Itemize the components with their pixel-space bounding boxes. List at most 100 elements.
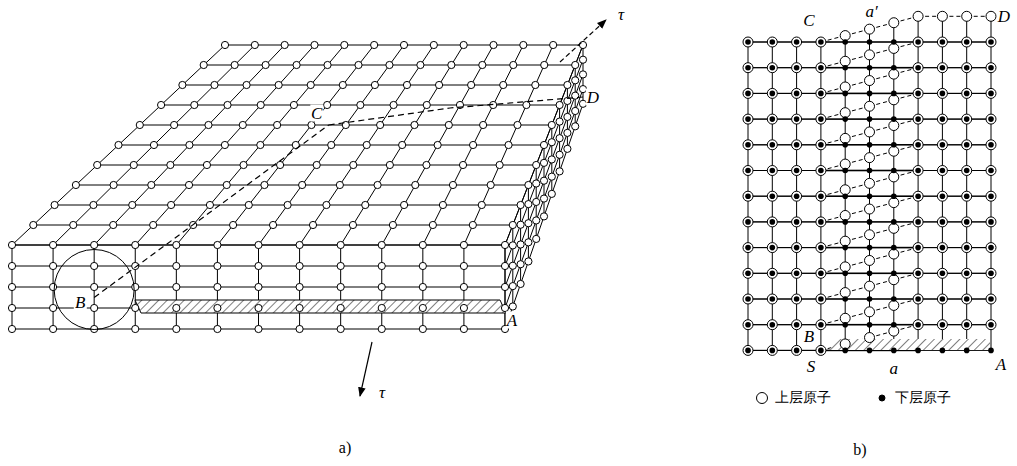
atom	[91, 262, 98, 269]
lower-atom	[964, 219, 970, 225]
lower-atom	[867, 65, 873, 71]
upper-atom	[889, 95, 899, 105]
atom	[501, 283, 508, 290]
atom	[399, 141, 406, 148]
upper-atom	[816, 63, 826, 73]
upper-atom	[913, 294, 923, 304]
lower-atom	[915, 91, 921, 97]
upper-atom	[913, 88, 923, 98]
atom	[261, 181, 268, 188]
lower-atom	[818, 142, 824, 148]
lattice-bond	[845, 144, 869, 146]
lower-atom	[891, 193, 897, 199]
lower-atom	[842, 322, 848, 328]
lower-atom	[818, 219, 824, 225]
lower-atom	[940, 219, 946, 225]
atom	[423, 101, 430, 108]
atom	[229, 221, 236, 228]
point-label: A	[506, 312, 518, 329]
upper-atom	[792, 243, 802, 253]
atom	[49, 304, 56, 311]
upper-atom	[962, 217, 972, 227]
upper-atom	[816, 88, 826, 98]
upper-atom	[792, 140, 802, 150]
lower-atom	[770, 219, 776, 225]
atom	[509, 242, 516, 249]
upper-atom	[816, 191, 826, 201]
lower-atom	[867, 116, 873, 122]
lattice-bond	[505, 89, 583, 308]
lower-atom	[794, 296, 800, 302]
atom	[480, 121, 487, 128]
lower-atom	[891, 322, 897, 328]
lower-atom	[745, 348, 751, 354]
upper-atom	[767, 88, 777, 98]
upper-atom	[743, 243, 753, 253]
atom	[548, 139, 555, 146]
atom	[509, 221, 516, 228]
lower-atom	[940, 168, 946, 174]
atom	[167, 161, 174, 168]
atom	[284, 201, 291, 208]
upper-atom	[840, 262, 850, 272]
lower-atom	[988, 142, 994, 148]
upper-atom	[962, 268, 972, 278]
atom	[200, 61, 207, 68]
atom	[517, 280, 524, 287]
atom	[8, 325, 15, 332]
lower-atom	[818, 271, 824, 277]
lattice-bond	[505, 45, 583, 245]
atom	[231, 61, 238, 68]
upper-atom	[913, 140, 923, 150]
lattice-bond	[845, 298, 869, 300]
lower-atom	[794, 322, 800, 328]
upper-atom	[743, 191, 753, 201]
atom	[423, 161, 430, 168]
atom	[173, 283, 180, 290]
atom	[214, 304, 221, 311]
lower-atom	[940, 322, 946, 328]
atom	[479, 61, 486, 68]
upper-atom	[937, 140, 947, 150]
atom	[459, 161, 466, 168]
lower-atom	[745, 271, 751, 277]
upper-atom	[767, 191, 777, 201]
lower-atom	[988, 65, 994, 71]
atom	[277, 161, 284, 168]
atom	[262, 61, 269, 68]
upper-atom	[937, 88, 947, 98]
atom	[239, 121, 246, 128]
lower-atom	[842, 39, 848, 45]
upper-atom	[743, 140, 753, 150]
atom	[517, 261, 524, 268]
atom	[378, 283, 385, 290]
lower-atom	[818, 322, 824, 328]
upper-atom	[889, 69, 899, 79]
atom	[525, 258, 532, 265]
lower-atom	[964, 348, 970, 354]
upper-atom	[889, 18, 899, 28]
upper-atom	[816, 268, 826, 278]
upper-atom	[840, 313, 850, 323]
atom	[255, 262, 262, 269]
panel-label: b)	[852, 442, 867, 458]
atom	[501, 241, 508, 248]
lower-atom	[964, 168, 970, 174]
upper-atom	[962, 63, 972, 73]
upper-atom	[767, 217, 777, 227]
upper-atom	[913, 63, 923, 73]
upper-atom	[865, 255, 875, 265]
lattice-bond	[845, 221, 869, 223]
lower-atom	[940, 116, 946, 122]
atom	[520, 41, 527, 48]
upper-atom	[986, 37, 996, 47]
lower-atom	[842, 193, 848, 199]
lower-atom	[794, 116, 800, 122]
atom	[517, 241, 524, 248]
atom	[350, 161, 357, 168]
lower-atom	[988, 193, 994, 199]
upper-atom	[840, 236, 850, 246]
atom	[390, 101, 397, 108]
lattice-bond	[53, 45, 255, 245]
atom	[337, 241, 344, 248]
